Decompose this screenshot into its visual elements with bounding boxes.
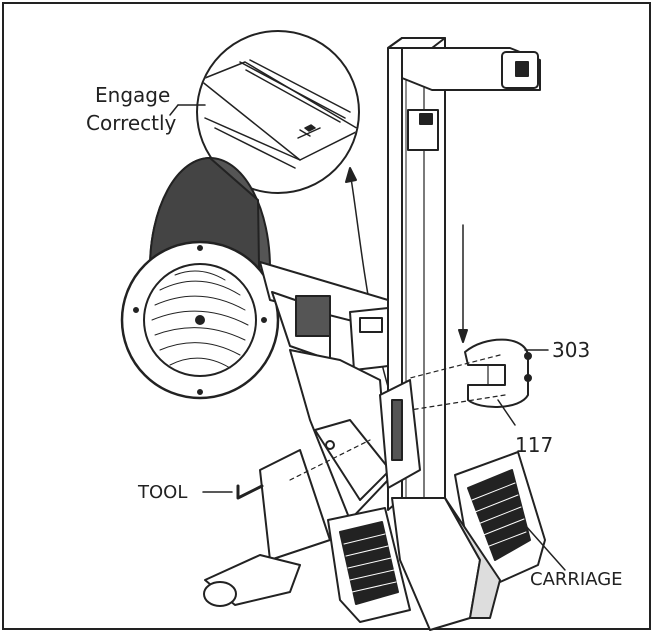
bolt-guide-lines [289,354,506,481]
front-leg-crossbar [401,47,541,151]
leader-lines [169,104,566,571]
part-117-label: 117 [515,433,553,457]
main-frame [259,261,389,371]
seat-carriage [379,379,421,489]
tool-icon [236,484,264,500]
rail-base [391,497,501,631]
footplate-left [327,507,411,623]
part-303-label: 303 [552,338,590,362]
lower-frame [203,349,402,607]
carriage-label: CARRIAGE [530,569,623,590]
detail-magnifier [196,30,360,194]
engage-label-line2: Correctly [86,111,177,135]
engage-label-line1: Engage [95,83,170,107]
part-117-bracket [464,338,529,408]
tool-label: TOOL [137,482,187,503]
flywheel-housing [120,157,280,400]
